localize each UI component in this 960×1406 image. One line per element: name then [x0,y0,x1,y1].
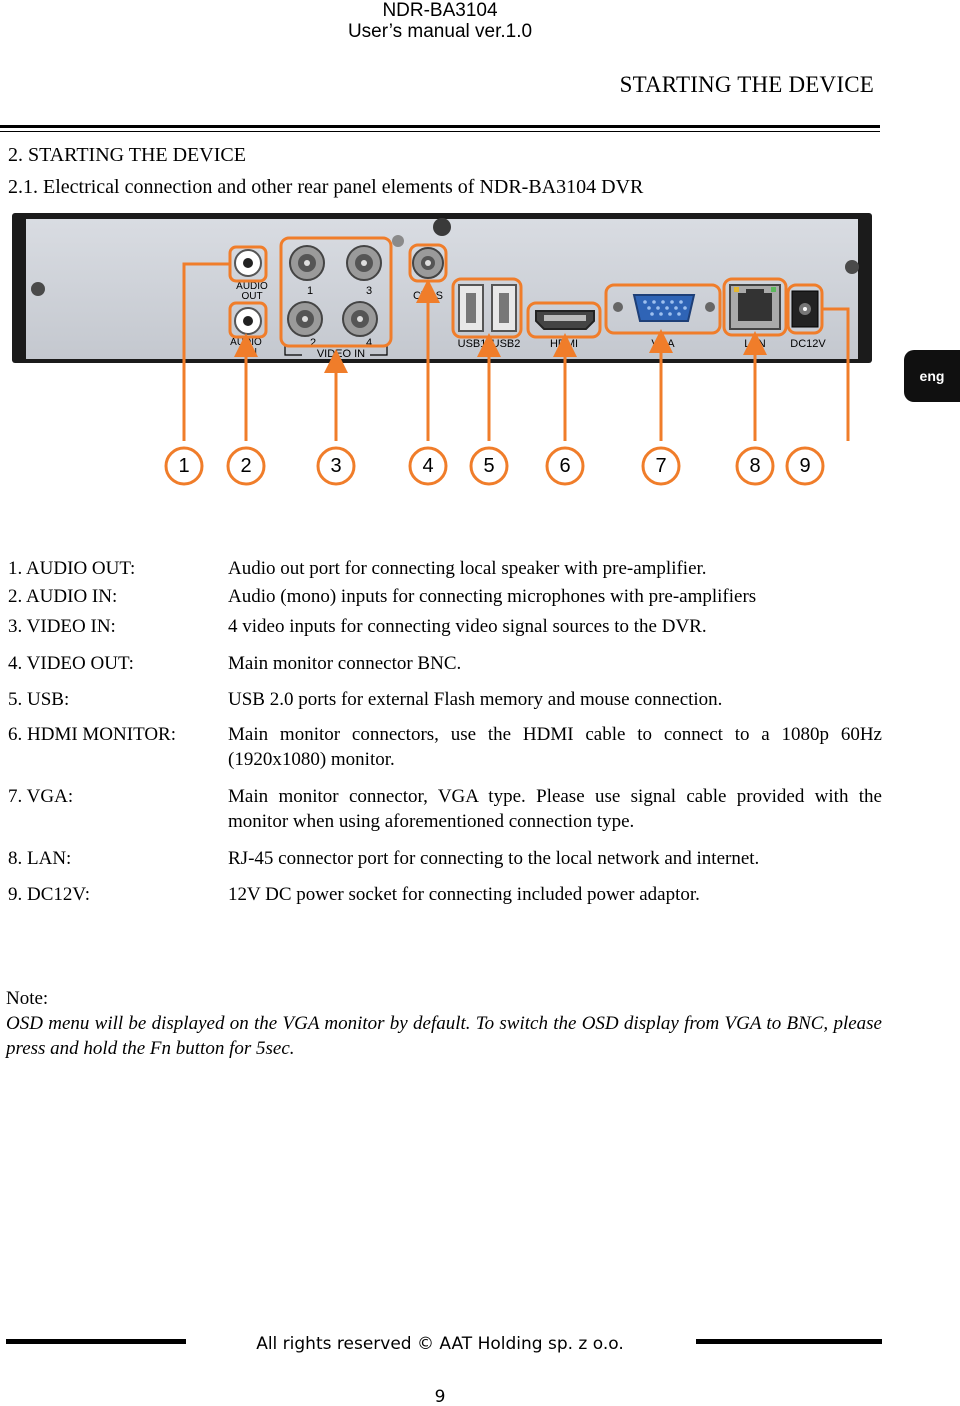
header-rule-thin [0,131,880,132]
usb2-label: USB2 [492,338,521,350]
language-tab: eng [904,350,960,402]
callout-6: 6 [545,446,585,486]
desc-text: RJ-45 connector port for connecting to t… [228,848,760,869]
desc-text: 4 video inputs for connecting video sign… [228,616,707,637]
callout-8: 8 [735,446,775,486]
hdmi-port-icon [535,310,595,330]
desc-label: 3. VIDEO IN: [8,616,116,637]
desc-text: Main monitor connectors, use the HDMI ca… [228,724,882,770]
callout-7-number: 7 [655,455,667,477]
callout-3-number: 3 [330,455,342,477]
audio-out-label-line1: AUDIO [236,281,268,292]
desc-text: Main monitor connector BNC. [228,653,462,674]
video-in-label: VIDEO IN [317,348,365,360]
screw-icon [31,282,45,296]
desc-label: 9. DC12V: [8,884,90,905]
callout-9-number: 9 [799,455,811,477]
leader-9 [822,307,850,441]
usb1-label: USB1 [458,338,487,350]
audio-out-jack-icon [234,249,262,277]
vga-label: VGA [651,338,675,350]
bnc-video-in-4-icon [342,301,378,337]
callout-1: 1 [164,446,204,486]
callout-2: 2 [226,446,266,486]
callout-7: 7 [641,446,681,486]
footer-rule-left [6,1339,186,1344]
screw-icon [845,260,859,274]
callout-6-number: 6 [559,455,571,477]
screw-icon [392,235,404,247]
header-manual-version: User’s manual ver.1.0 [347,21,533,42]
highlight-video-in [279,236,393,348]
desc-label: 8. LAN: [8,848,72,869]
footer-copyright: All rights reserved © AAT Holding sp. z … [256,1334,624,1354]
note-label: Note: [6,988,49,1009]
page-number: 9 [434,1387,446,1406]
desc-text: 12V DC power socket for connecting inclu… [228,884,700,905]
bnc-1-label: 1 [307,285,313,297]
bnc-4-label: 4 [366,337,372,349]
footer-rule-right [696,1339,882,1344]
dc-power-socket-icon [791,290,819,328]
usb2-port-icon [491,284,517,332]
audio-in-label-line2: IN [247,347,257,358]
audio-in-jack-icon [234,307,262,335]
callout-8-number: 8 [749,455,761,477]
bnc-3-label: 3 [366,285,372,297]
desc-label: 2. AUDIO IN: [8,586,118,607]
note-text: OSD menu will be displayed on the VGA mo… [6,1013,882,1059]
bnc-video-in-3-icon [346,245,382,281]
callout-5-number: 5 [483,455,495,477]
bnc-video-in-1-icon [289,245,325,281]
rear-panel-diagram: AUDIO OUT AUDIO IN 1 3 2 4 VIDEO IN CVBS [12,213,872,441]
desc-label: 7. VGA: [8,786,74,807]
audio-out-label-line2: OUT [241,291,262,302]
cvbs-bnc-icon [412,247,444,279]
callout-3: 3 [316,446,356,486]
callout-9: 9 [785,446,825,486]
dc12v-label: DC12V [790,338,826,350]
lan-port-icon [729,284,781,330]
chapter-heading: 2. STARTING THE DEVICE [8,144,246,166]
desc-label: 6. HDMI MONITOR: [8,724,177,745]
callout-2-number: 2 [240,455,252,477]
desc-label: 1. AUDIO OUT: [8,558,136,579]
desc-text: Audio out port for connecting local spea… [228,558,707,579]
subchapter-heading: 2.1. Electrical connection and other rea… [8,176,644,198]
leader-1 [182,262,230,441]
desc-text: Audio (mono) inputs for connecting micro… [228,586,757,607]
header-model: NDR-BA3104 [382,0,498,21]
section-heading: STARTING THE DEVICE [619,72,874,97]
bnc-video-in-2-icon [287,301,323,337]
vga-port-icon [613,294,715,322]
callout-4-number: 4 [422,455,434,477]
desc-text: Main monitor connector, VGA type. Please… [228,786,882,832]
callout-1-number: 1 [178,455,190,477]
callout-5: 5 [469,446,509,486]
bnc-2-label: 2 [310,337,316,349]
desc-text: USB 2.0 ports for external Flash memory … [228,689,723,710]
usb1-port-icon [458,284,484,332]
header-rule-thick [0,125,880,128]
desc-label: 5. USB: [8,689,70,710]
callout-4: 4 [408,446,448,486]
desc-label: 4. VIDEO OUT: [8,653,134,674]
screw-icon [433,218,451,236]
